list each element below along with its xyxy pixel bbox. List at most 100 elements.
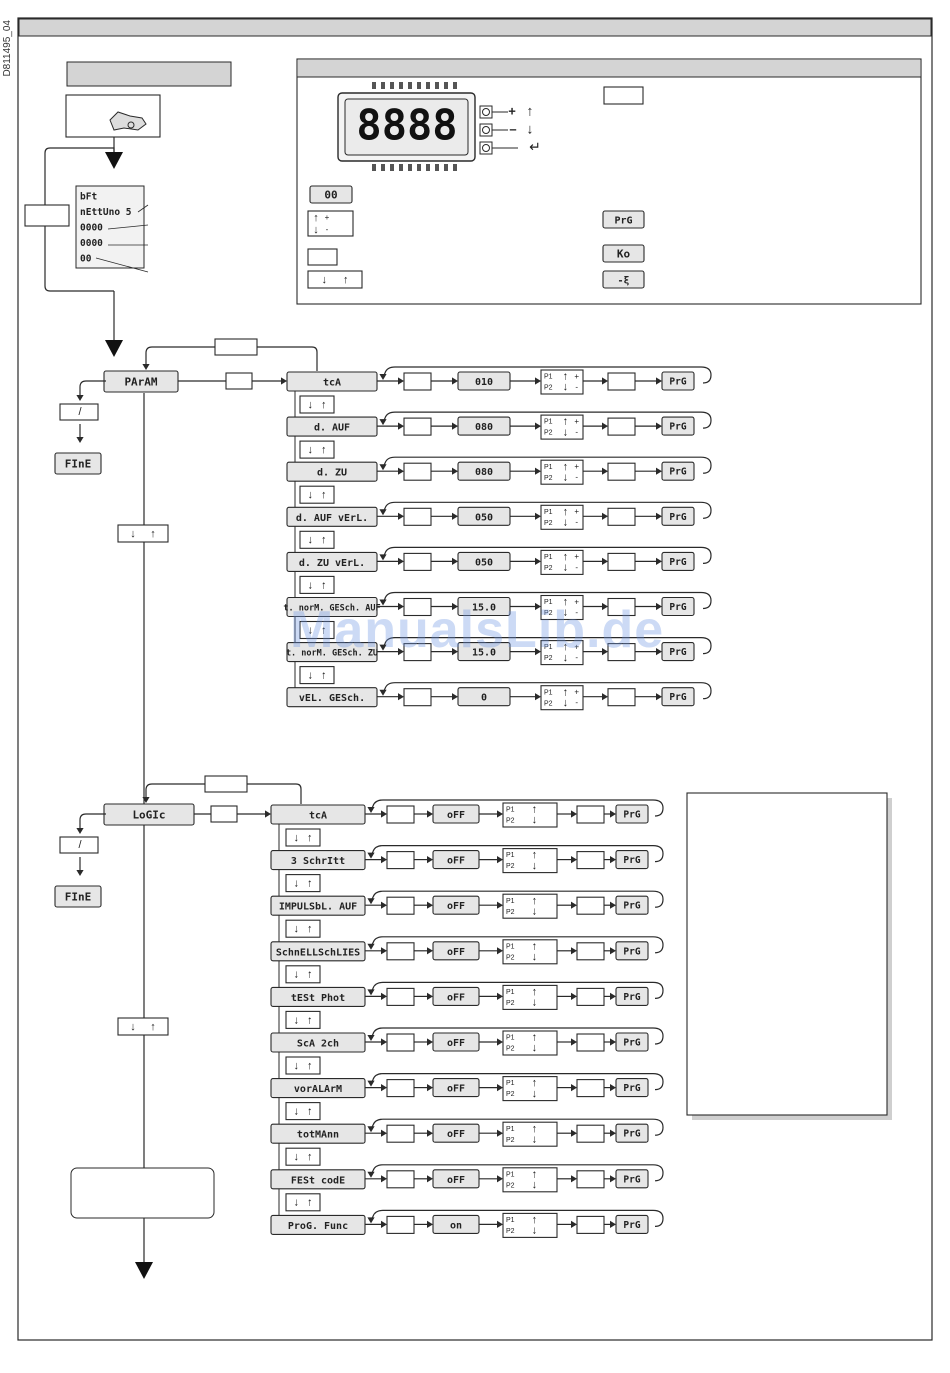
menu-1-item-3-prg-box-text: PrG — [623, 946, 640, 957]
menu-0-item-4-nav-up-arrow: ↑ — [321, 579, 327, 591]
menu-0-item-4-p-keys-p2: P2 — [544, 565, 553, 572]
menu-1-item-9-value-box-text: on — [450, 1220, 462, 1231]
menu-1-item-6-nav-down-arrow: ↓ — [293, 1106, 299, 1118]
menu-1-item-6-nav-up-arrow: ↑ — [307, 1106, 313, 1118]
menu-1-item-0-blank-box-2 — [576, 805, 605, 824]
menu-0-item-3-arrow-4-head — [602, 512, 608, 520]
display-pin-bottom — [408, 164, 412, 171]
panel-button-2 — [479, 141, 493, 155]
menu-0-item-4-prg-box-text: PrG — [669, 557, 686, 568]
menu-0-item-2-arrow-5-head — [656, 467, 662, 475]
menu-1-item-5-arrow-3-head — [497, 1038, 503, 1046]
menu-1-item-1-label-box-text: 3 SchrItt — [291, 856, 345, 867]
menu-1-item-5-value-box-text: oFF — [447, 1038, 465, 1049]
menu-0-item-7-arrow-1-head — [398, 693, 404, 701]
menu-0-item-0-return-head — [379, 374, 387, 380]
menu-1-item-5-nav-box — [285, 1056, 321, 1075]
menu-0-item-7-p-keys-plus: + — [574, 688, 579, 697]
menu-0-title-box-text: PArAM — [124, 376, 157, 389]
spine-updown-1-down-arrow: ↓ — [130, 528, 136, 540]
minus-key-label: – — [509, 121, 516, 136]
menu-0-item-4-value-box-text: 050 — [475, 557, 493, 568]
menu-0-item-3-arrow-3-head — [535, 512, 541, 520]
menu-1-item-0-arrow-2-head — [427, 810, 433, 818]
menu-1-item-4-return-loop — [370, 981, 664, 999]
menu-1-item-3-nav-box — [285, 965, 321, 984]
menu-0-item-1-nav-down-arrow: ↓ — [307, 444, 313, 456]
menu-1-item-9-arrow-4-head — [571, 1220, 577, 1228]
menu-0-item-3-value-box-text: 050 — [475, 512, 493, 523]
menu-1-item-7-nav-up-arrow: ↑ — [307, 1151, 313, 1163]
menu-0-enter-box — [225, 372, 253, 390]
menu-1-item-4-nav-down-arrow: ↓ — [293, 1014, 299, 1026]
menu-1-item-8-blank-box-1 — [386, 1170, 415, 1189]
menu-1-item-0-p-keys-p2: P2 — [506, 818, 515, 825]
display-pin-top — [390, 82, 394, 89]
menu-0-item-1-arrow-5-head — [656, 422, 662, 430]
menu-0-item-3-p-keys-up: ↑ — [563, 506, 569, 518]
menu-1-item-6-prg-box-box — [615, 1078, 649, 1098]
menu-1-item-7-nav-down-arrow: ↓ — [293, 1151, 299, 1163]
menu-1-item-0-return-loop — [370, 799, 664, 817]
intro-display-line-1: nEttUno 5 — [80, 207, 132, 218]
menu-0-item-3-arrow-1-head — [398, 512, 404, 520]
menu-1-item-2-p-keys-box — [502, 893, 558, 919]
menu-0-item-2-p-keys-up: ↑ — [563, 461, 569, 473]
menu-0-item-3-arrow-2-head — [452, 512, 458, 520]
enter-key-symbol: ↵ — [529, 139, 541, 155]
menu-0-item-0-nav-up-arrow: ↑ — [321, 399, 327, 411]
menu-0-item-2-p-keys-p1: P1 — [544, 464, 553, 471]
menu-0-item-7-arrow-3-head — [535, 693, 541, 701]
display-pin-top — [408, 82, 412, 89]
menu-1-item-4-prg-box-box — [615, 986, 649, 1006]
menu-0-item-6-nav-box — [299, 666, 335, 685]
menu-0-item-7-blank-box-2 — [607, 688, 636, 707]
menu-1-item-7-blank-box-2 — [576, 1124, 605, 1143]
menu-1-fine-head — [76, 870, 84, 876]
menu-0-item-4-label-box-text: d. ZU vErL. — [299, 558, 365, 569]
menu-0-item-1-p-keys-p2: P2 — [544, 430, 553, 437]
power-on-box — [65, 94, 161, 138]
menu-0-item-3-nav-box — [299, 530, 335, 549]
menu-1-item-3-arrow-5-head — [610, 947, 616, 955]
menu-0-item-1-nav-up-arrow: ↑ — [321, 444, 327, 456]
menu-1-item-2-arrow-3-head — [497, 901, 503, 909]
menu-1-item-2-prg-box-text: PrG — [623, 901, 640, 912]
spine-updown-2-box — [117, 1017, 169, 1036]
menu-0-item-5-p-keys-box — [540, 594, 584, 621]
to-menu-down-arrow — [105, 340, 123, 357]
menu-0-item-7-p-keys-p2: P2 — [544, 700, 553, 707]
menu-1-item-8-nav-up-arrow: ↑ — [307, 1197, 313, 1209]
menu-0-item-7-prg-box-text: PrG — [669, 692, 686, 703]
menu-1-item-1-value-box-text: oFF — [447, 856, 465, 867]
intro-loop-line — [44, 147, 115, 292]
menu-1-item-5-arrow-2-head — [427, 1038, 433, 1046]
menu-0-item-5-value-box-text: 15.0 — [472, 603, 496, 614]
menu-1-item-3-return-loop — [370, 936, 664, 954]
menu-0-item-0-nav-box — [299, 395, 335, 414]
menu-1-item-7-arrow-5-head — [610, 1129, 616, 1137]
menu-0-item-1-p-keys-minus: - — [575, 427, 578, 436]
menu-0-item-0-nav-down-arrow: ↓ — [307, 399, 313, 411]
menu-1-item-8-return-loop — [370, 1164, 664, 1182]
menu-1-item-4-nav-box — [285, 1010, 321, 1029]
menu-1-item-8-blank-box-2 — [576, 1170, 605, 1189]
menu-1-item-3-arrow-3-head — [497, 947, 503, 955]
menu-0-item-5-return-head — [379, 599, 387, 606]
menu-0-item-5-nav-down-arrow: ↓ — [307, 624, 313, 636]
menu-0-item-3-p-keys-down: ↓ — [563, 516, 569, 528]
menu-1-item-4-p-keys-p1: P1 — [506, 989, 515, 996]
menu-1-item-4-arrow-2-head — [427, 992, 433, 1000]
menu-0-item-6-nav-up-arrow: ↑ — [321, 670, 327, 682]
menu-0-item-1-label-box-text: d. AUF — [314, 423, 350, 434]
menu-0-item-7-p-keys-box — [540, 685, 584, 711]
logic-note-box — [686, 792, 888, 1116]
spine-updown-2-down-arrow: ↓ — [130, 1021, 136, 1033]
menu-0-item-0-arrow-1-head — [398, 377, 404, 385]
menu-0-item-2-return-head — [379, 464, 387, 471]
menu-1-item-5-blank-box-1 — [386, 1033, 415, 1052]
page-frame — [17, 17, 933, 1341]
display-pin-top — [372, 82, 376, 89]
menu-1-item-5-p-keys-p1: P1 — [506, 1035, 515, 1042]
menu-1-item-0-nav-box — [285, 828, 321, 847]
